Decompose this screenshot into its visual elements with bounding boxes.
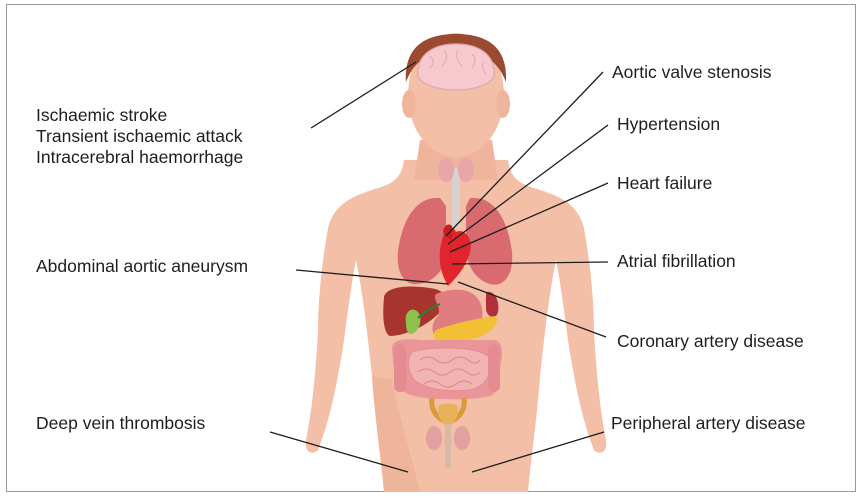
brain-condition-3: Intracerebral haemorrhage (36, 147, 243, 168)
ascending-colon (394, 344, 406, 392)
aortic-valve-stenosis-label: Aortic valve stenosis (612, 62, 772, 83)
abdominal-aortic-aneurysm-label: Abdominal aortic aneurysm (36, 256, 248, 277)
brain-condition-1: Ischaemic stroke (36, 105, 243, 126)
deep-vein-thrombosis-label: Deep vein thrombosis (36, 413, 205, 434)
small-intestine (408, 348, 490, 391)
brain-conditions-label: Ischaemic stroke Transient ischaemic att… (36, 105, 243, 168)
descending-colon (488, 344, 500, 392)
intestines (392, 339, 502, 399)
urethra (445, 424, 451, 468)
peripheral-artery-disease-label: Peripheral artery disease (611, 413, 806, 434)
right-ear (496, 90, 510, 118)
heart-failure-label: Heart failure (617, 173, 712, 194)
hypertension-label: Hypertension (617, 114, 720, 135)
atrial-fibrillation-label: Atrial fibrillation (617, 251, 736, 272)
right-testis (454, 426, 470, 450)
coronary-artery-disease-label: Coronary artery disease (617, 331, 804, 352)
left-testis (426, 426, 442, 450)
brain-condition-2: Transient ischaemic attack (36, 126, 243, 147)
left-ear (402, 90, 416, 118)
leader-brain (311, 62, 416, 128)
